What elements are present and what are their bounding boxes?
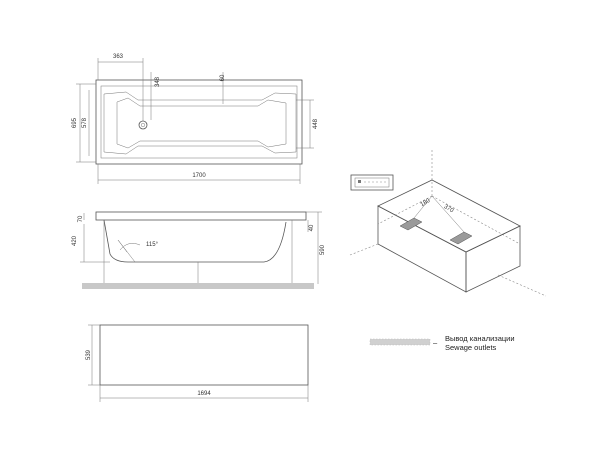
dim-578: 578 xyxy=(82,117,88,128)
side-angle-arc xyxy=(119,243,141,251)
panel-view: 539 1694 xyxy=(86,324,309,402)
plan-drain xyxy=(138,120,148,130)
plan-outer-rim xyxy=(95,79,303,165)
dim-1700: 1700 xyxy=(192,173,206,179)
dim-420: 420 xyxy=(72,235,78,246)
panel-outline xyxy=(99,324,309,386)
legend-label-en: Sewage outlets xyxy=(445,343,497,352)
iso-block-top xyxy=(377,179,521,253)
iso-view: 180 370 xyxy=(349,150,547,297)
side-view: 115° 70 420 40 590 xyxy=(72,211,326,289)
plan-view: 363 348 60 695 578 448 1700 xyxy=(72,54,319,184)
dim-60: 60 xyxy=(220,74,226,81)
dim-695: 695 xyxy=(72,117,78,128)
dim-348: 348 xyxy=(155,76,161,87)
iso-block-front xyxy=(377,205,467,293)
side-floor xyxy=(82,283,314,289)
iso-outlet-right xyxy=(449,231,473,245)
dim-539: 539 xyxy=(86,349,92,360)
plan-drain-inner xyxy=(140,122,146,128)
plan-basin-bottom xyxy=(116,97,287,149)
dim-180: 180 xyxy=(420,198,432,209)
iso-thumbnail-drain xyxy=(358,180,361,183)
dim-448: 448 xyxy=(313,118,319,129)
dim-40: 40 xyxy=(309,224,315,231)
side-rim xyxy=(95,211,307,221)
plan-inner-rim xyxy=(100,85,298,159)
dim-1694: 1694 xyxy=(197,391,211,397)
plan-basin-outline xyxy=(103,91,297,155)
dim-590: 590 xyxy=(320,244,326,255)
dim-370: 370 xyxy=(443,204,455,215)
legend-label-ru: Вывод канализации xyxy=(445,334,515,343)
iso-thumbnail-inner xyxy=(354,177,390,188)
dim-70: 70 xyxy=(78,215,84,222)
dim-angle-115: 115° xyxy=(146,242,159,248)
iso-outlet-left xyxy=(399,217,423,231)
legend: – Вывод канализации Sewage outlets xyxy=(369,334,515,352)
svg-text:–: – xyxy=(433,338,438,347)
iso-block-side xyxy=(465,225,521,293)
side-basin-profile xyxy=(103,219,287,263)
legend-swatch xyxy=(370,339,430,345)
iso-thumbnail-outer xyxy=(350,174,394,191)
dim-363: 363 xyxy=(113,54,124,60)
